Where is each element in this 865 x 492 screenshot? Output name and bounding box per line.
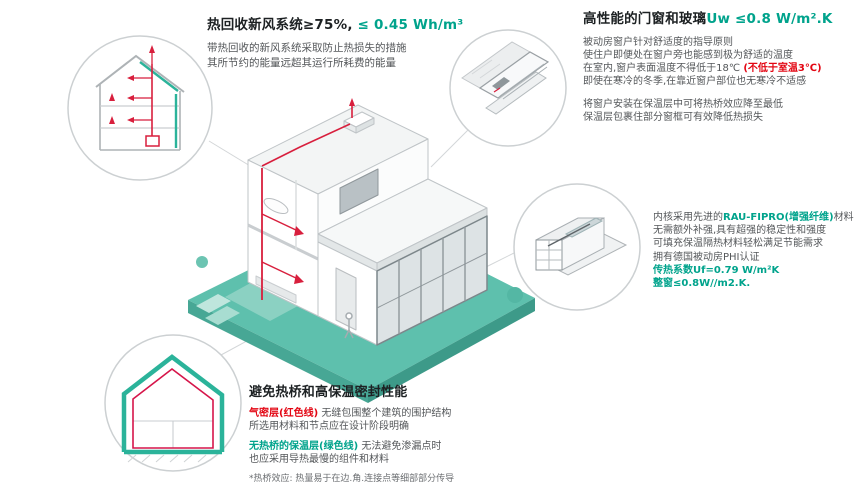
profile-uw-value: 整窗≤0.8W//m2.K.	[653, 277, 751, 289]
ventilation-detail-circle	[67, 35, 213, 181]
main-house	[247, 98, 488, 346]
profile-body-line: 内核采用先进的RAU-FIPRO(增强纤维)材料	[653, 211, 865, 224]
insulation-green-line	[121, 354, 225, 452]
profile-body-line: 可填充保温隔热材料轻松满足节能需求	[653, 238, 823, 250]
thermal-section: 避免热桥和高保温密封性能 气密层(红色线) 无缝包围整个建筑的围护结构 所选用材…	[249, 385, 579, 486]
glass-facade	[376, 215, 488, 346]
window-profile-detail-circle	[513, 183, 641, 311]
kitchen-counter-icon	[255, 275, 297, 304]
profile-material-pre: 内核采用先进的	[653, 212, 723, 223]
thermal-title: 避免热桥和高保温密封性能	[249, 385, 408, 400]
thermal-footnote: *热桥效应: 热量易于在边.角.连接点等细部部分传导	[249, 474, 455, 484]
airtight-red-line	[132, 367, 214, 449]
windows-body-line: 在室内,窗户表面温度不得低于18℃ (不低于室温3℃)	[583, 62, 861, 75]
thermal-body-line: 也应采用导热最慢的组件和材料	[249, 453, 389, 465]
shrub-icon	[196, 256, 208, 268]
rooftop-unit-icon	[343, 111, 375, 134]
windows-body-line: 使住户即便处在窗户旁也能感到极为舒适的温度	[583, 50, 793, 62]
ventilation-title-value: ≤ 0.45 Wh/m³	[352, 17, 464, 33]
windows-title-value: Uw ≤0.8 W/m².K	[706, 11, 833, 27]
profile-material-name: RAU-FIPRO(增强纤维)	[723, 212, 834, 223]
profile-material-post: 材料	[833, 212, 854, 223]
insulation-layer-label: 无热桥的保温层(绿色线)	[249, 440, 359, 452]
windows-title: 高性能的门窗和玻璃Uw ≤0.8 W/m².K	[583, 11, 861, 28]
tree-icon	[507, 287, 523, 303]
profile-uf-value: 传热系数Uf=0.79 W/m²K	[653, 264, 780, 276]
thermal-detail-circle	[104, 334, 242, 472]
thermal-body-line: 无热桥的保温层(绿色线) 无法避免渗漏点时	[249, 440, 579, 453]
windows-title-black: 高性能的门窗和玻璃	[583, 11, 707, 27]
profile-body-line: 拥有德国被动房PHI认证	[653, 251, 760, 263]
windows-temp-text: 在室内,窗户表面温度不得低于18℃	[583, 63, 744, 75]
profile-section: 内核采用先进的RAU-FIPRO(增强纤维)材料 无需额外补强,具有超强的稳定性…	[653, 211, 865, 290]
ventilation-body-line: 其所节约的能量远超其运行所耗费的能量	[207, 57, 396, 70]
thermal-body-line: 所选用材料和节点应在设计阶段明确	[249, 421, 409, 433]
windows-body-line: 被动房窗户针对舒适度的指导原则	[583, 36, 733, 48]
airtight-layer-text: 无缝包围整个建筑的围护结构	[318, 408, 452, 420]
ventilation-title: 热回收新风系统≥75%, ≤ 0.45 Wh/m³	[207, 17, 479, 34]
window-install-detail-circle	[449, 29, 567, 147]
thermal-body-line: 气密层(红色线) 无缝包围整个建筑的围护结构	[249, 407, 579, 420]
profile-body-line: 无需额外补强,具有超强的稳定性和强度	[653, 225, 827, 237]
person-icon	[344, 312, 354, 339]
upper-window	[339, 168, 379, 215]
windows-section: 高性能的门窗和玻璃Uw ≤0.8 W/m².K 被动房窗户针对舒适度的指导原则 …	[583, 11, 861, 124]
door	[335, 267, 357, 331]
ventilation-duct-lines	[261, 168, 304, 300]
windows-temp-red: (不低于室温3℃)	[743, 63, 822, 75]
bathtub-icon	[263, 197, 289, 215]
ventilation-body-line: 带热回收的新风系统采取防止热损失的措施	[207, 41, 407, 54]
airtight-layer-label: 气密层(红色线)	[249, 408, 319, 420]
heat-exchanger-icon	[145, 135, 160, 147]
windows-body-line: 保温层包裹住部分窗框可有效降低热损失	[583, 111, 763, 123]
windows-body-line: 将窗户安装在保温层中可将热桥效应降至最低	[583, 98, 783, 110]
insulation-layer-text: 无法避免渗漏点时	[358, 440, 442, 452]
windows-body-line: 即使在寒冷的冬季,在靠近窗户部位也无寒冷不适感	[583, 76, 807, 88]
ground-hatch	[127, 454, 207, 463]
ventilation-title-black: 热回收新风系统≥75%,	[207, 17, 353, 33]
ventilation-section: 热回收新风系统≥75%, ≤ 0.45 Wh/m³ 带热回收的新风系统采取防止热…	[207, 17, 479, 71]
